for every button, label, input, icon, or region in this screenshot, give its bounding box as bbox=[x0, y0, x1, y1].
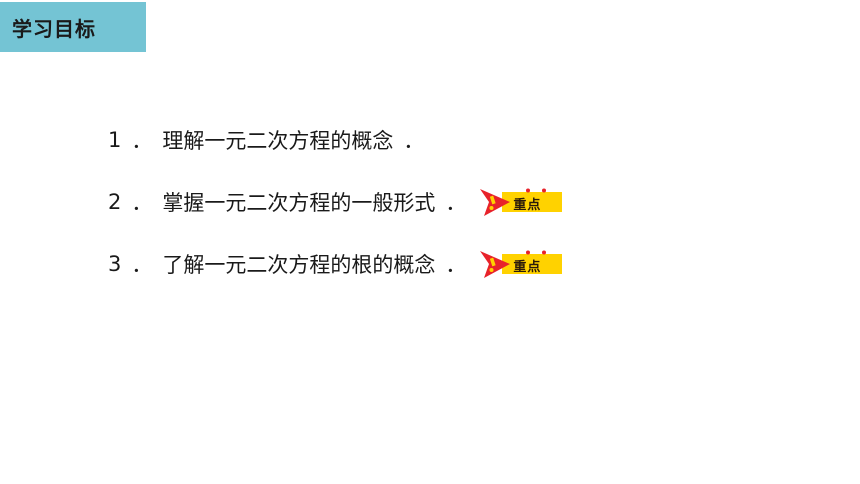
key-point-badge: 重点 bbox=[480, 249, 564, 279]
objective-end: ． bbox=[445, 253, 467, 277]
objective-separator: ． bbox=[131, 253, 153, 277]
objective-text: 了解一元二次方程的根的概念 bbox=[162, 253, 436, 277]
objective-text: 理解一元二次方程的概念 bbox=[162, 129, 394, 153]
badge-label: 重点 bbox=[513, 198, 542, 213]
objective-number: 2 bbox=[108, 190, 122, 214]
objective-item-2: 2 ． 掌握一元二次方程的一般形式 ． 重点 bbox=[108, 187, 564, 217]
objective-separator: ． bbox=[131, 129, 153, 153]
key-point-badge: 重点 bbox=[480, 187, 564, 217]
exclamation-icon bbox=[480, 188, 563, 216]
objective-text: 掌握一元二次方程的一般形式 bbox=[162, 191, 436, 215]
section-title: 学习目标 bbox=[12, 16, 96, 41]
exclamation-icon bbox=[480, 250, 563, 278]
objective-separator: ． bbox=[131, 191, 153, 215]
section-header: 学习目标 bbox=[0, 2, 146, 52]
objective-item-3: 3 ． 了解一元二次方程的根的概念 ． 重点 bbox=[108, 249, 564, 279]
objective-item-1: 1 ． 理解一元二次方程的概念 ． bbox=[108, 125, 424, 155]
objective-end: ． bbox=[403, 129, 425, 153]
objective-number: 1 bbox=[108, 128, 122, 152]
objective-end: ． bbox=[445, 191, 467, 215]
badge-label: 重点 bbox=[513, 260, 542, 275]
objective-number: 3 bbox=[108, 252, 122, 276]
